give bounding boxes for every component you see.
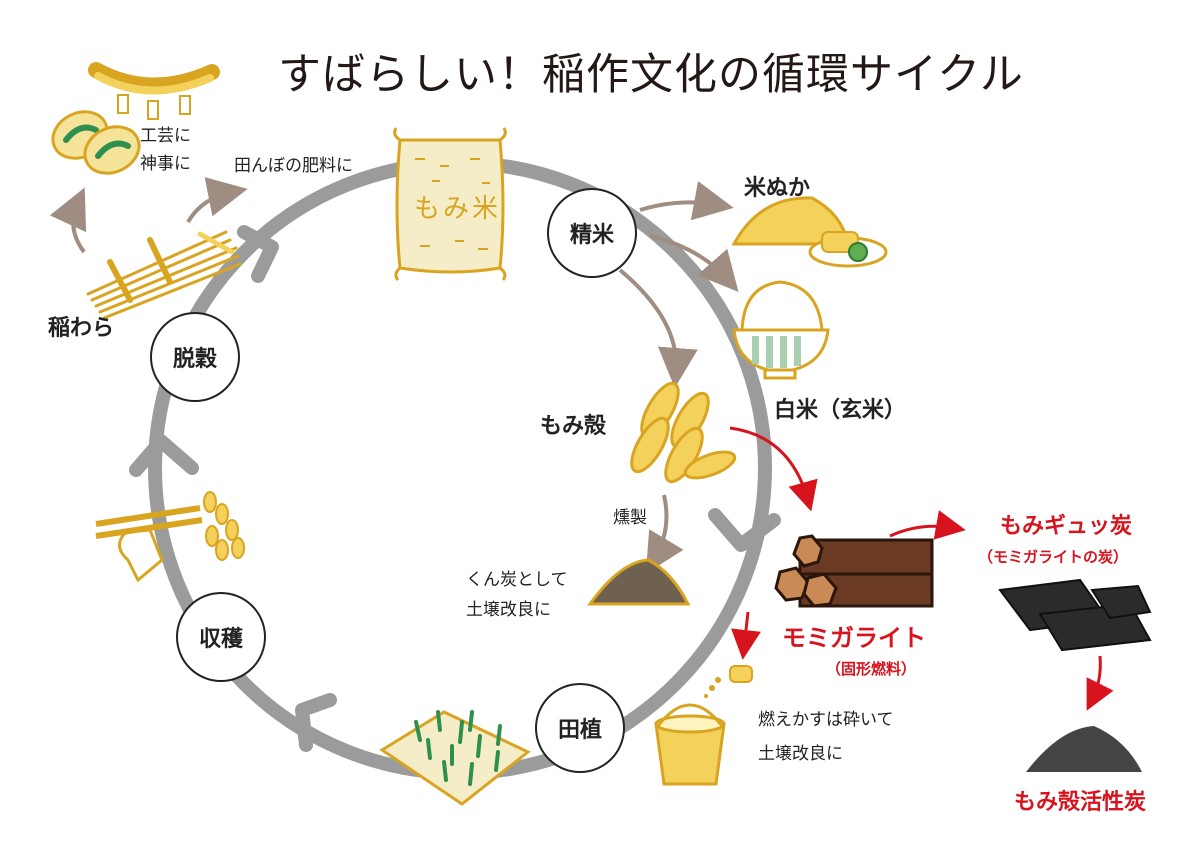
label-momigarite-sub: （固形燃料）	[826, 660, 917, 678]
arrow-momigarite-down	[731, 611, 761, 660]
arrow-momigara-to-kunsei	[645, 494, 684, 574]
label-nuka: 米ぬか	[744, 176, 811, 201]
straw-rope-illustration	[88, 62, 220, 120]
label-kunsei: 燻製	[613, 508, 647, 528]
label-kogei: 工芸に	[140, 126, 191, 146]
label-momigara: もみ殻	[540, 414, 607, 439]
stage-node-taue: 田植	[535, 683, 625, 773]
page-title: すばらしい！稲作文化の循環サイクル	[278, 50, 1024, 100]
arrow-momigara-to-momigarite	[729, 426, 818, 512]
ash-bucket-illustration	[654, 665, 753, 786]
rice-bag-illustration	[393, 127, 507, 281]
stage-node-dakkoku: 脱穀	[150, 312, 240, 402]
label-momigyuttan-sub: （モミガライトの炭）	[978, 548, 1129, 566]
rice-husk-illustration	[630, 381, 737, 484]
arrow-seimai-to-momigara	[618, 268, 698, 388]
label-hakumai: 白米（玄米）	[774, 398, 907, 423]
arrow-gyuttan-to-kasseitan	[1086, 655, 1114, 711]
arrow-straw-to-fertilizer	[186, 177, 248, 224]
arrow-momigarite-to-gyuttan	[889, 510, 966, 540]
label-momigarite: モミガライト	[782, 624, 926, 652]
cycle-chevron-bottom	[295, 693, 337, 752]
label-hiryo: 田んぼの肥料に	[234, 156, 353, 176]
cycle-chevron-right	[708, 508, 781, 552]
activated-charcoal-pile	[1026, 726, 1142, 772]
label-moegasu-1: 燃えかすは砕いて	[758, 710, 894, 730]
arrow-seimai-to-hakumai	[649, 234, 739, 293]
label-kunzumi-2: 土壌改良に	[466, 600, 551, 620]
smoked-charcoal-pile	[587, 558, 691, 606]
arrow-straw-to-crafts	[49, 187, 87, 254]
label-inawara: 稲わら	[48, 316, 115, 341]
stage-node-seimai: 精米	[547, 188, 637, 278]
rice-bowl-illustration	[732, 280, 830, 380]
straw-sandals-illustration	[51, 110, 141, 175]
cycle-chevron-left	[129, 434, 199, 477]
rice-bran-illustration	[731, 196, 888, 268]
straw-bundle-illustration	[86, 230, 242, 320]
label-kasseitan: もみ殻活性炭	[1014, 790, 1147, 815]
arrow-seimai-to-nuka	[639, 180, 734, 221]
label-shinji: 神事に	[140, 154, 191, 174]
momigyuttan-charcoal-illustration	[998, 578, 1152, 652]
label-kunzumi-1: くん炭として	[466, 570, 568, 590]
harvest-illustration	[95, 491, 245, 583]
rice-field-illustration	[379, 710, 531, 806]
cycle-chevron-top-left	[237, 225, 279, 283]
rice-bag-label: もみ米	[414, 194, 502, 224]
label-moegasu-2: 土壌改良に	[758, 744, 843, 764]
stage-node-shukaku: 収穫	[176, 592, 266, 682]
momigarite-logs-illustration	[774, 534, 934, 608]
label-momigyuttan: もみギュッ炭	[1000, 514, 1133, 539]
